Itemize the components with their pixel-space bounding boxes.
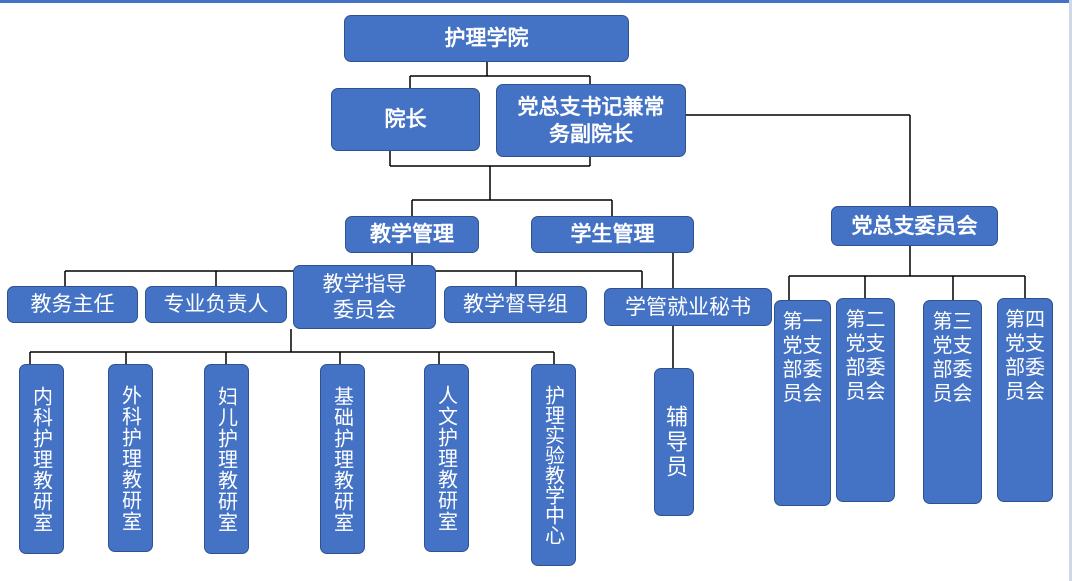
top-border — [0, 0, 1072, 3]
dean-node: 院长 — [331, 88, 480, 151]
branch-1-node: 第一党支部委员会 — [774, 300, 831, 506]
dept-internal-nursing-node: 内科护理教研室 — [19, 364, 64, 554]
student-management-node: 学生管理 — [531, 216, 694, 253]
root-node: 护理学院 — [344, 15, 629, 62]
academic-director-node: 教务主任 — [7, 286, 138, 323]
nursing-lab-center-node: 护理实验教学中心 — [531, 364, 576, 566]
dept-basic-nursing-node: 基础护理教研室 — [320, 364, 365, 554]
dept-humanities-nursing-node: 人文护理教研室 — [424, 364, 469, 552]
branch-2-node: 第二党支部委员会 — [836, 298, 895, 502]
branch-4-node: 第四党支部委员会 — [997, 298, 1053, 502]
right-border — [1069, 0, 1072, 581]
teaching-supervision-node: 教学督导组 — [444, 286, 587, 323]
employment-secretary-node: 学管就业秘书 — [604, 288, 772, 326]
counselor-node: 辅导员 — [654, 368, 694, 516]
dept-maternal-child-nursing-node: 妇儿护理教研室 — [204, 364, 249, 554]
teaching-management-node: 教学管理 — [345, 216, 479, 253]
party-secretary-node: 党总支书记兼常务副院长 — [496, 84, 686, 157]
teaching-guidance-committee-node: 教学指导委员会 — [293, 265, 436, 329]
program-head-node: 专业负责人 — [145, 286, 287, 323]
branch-3-node: 第三党支部委员会 — [923, 300, 982, 504]
dept-surgical-nursing-node: 外科护理教研室 — [108, 364, 153, 552]
party-committee-node: 党总支委员会 — [831, 206, 998, 246]
